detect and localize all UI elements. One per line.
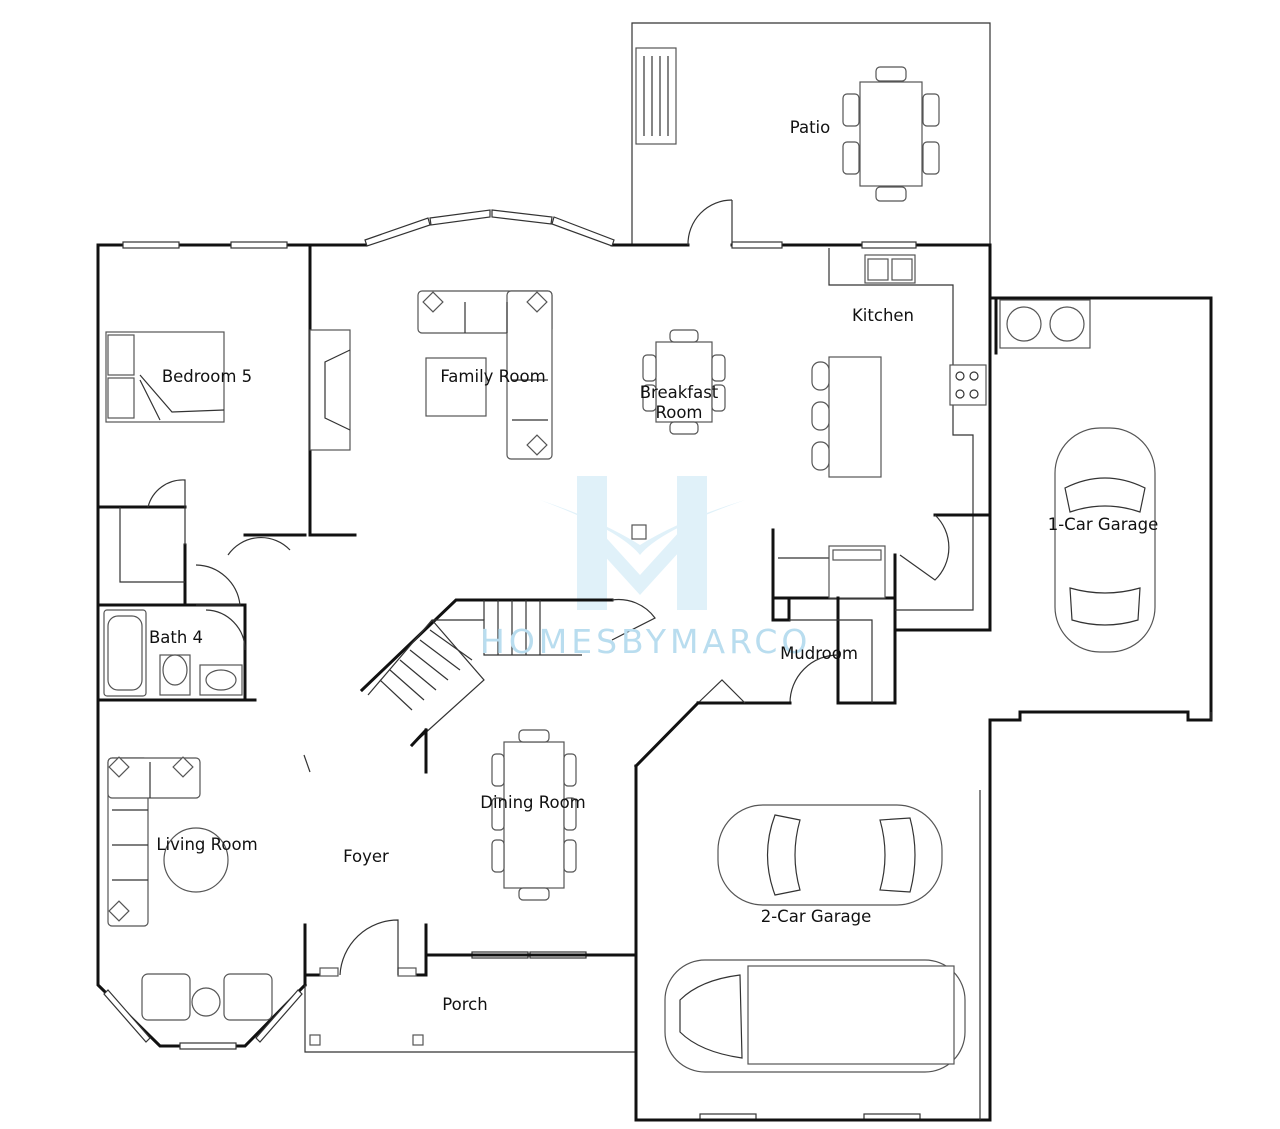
dining-room	[491, 729, 577, 901]
car-2-icon	[717, 804, 943, 906]
foyer-elements	[309, 524, 647, 1046]
room-label-mudroom: Mudroom	[780, 644, 858, 663]
patio-door	[687, 199, 733, 246]
patio	[631, 22, 991, 245]
bedroom-5	[96, 331, 307, 607]
room-label-patio: Patio	[789, 118, 831, 137]
room-label-one-car-garage: 1-Car Garage	[1047, 515, 1159, 534]
watermark-text: HOMESBYMARCO	[480, 622, 812, 661]
living-room	[107, 754, 311, 1021]
room-label-kitchen: Kitchen	[851, 306, 915, 325]
room-label-breakfast-room-line1: Breakfast	[639, 383, 719, 402]
room-label-foyer: Foyer	[343, 847, 389, 866]
room-label-family-room: Family Room	[440, 367, 546, 386]
room-label-bath-4: Bath 4	[148, 628, 204, 647]
garages	[634, 296, 1213, 1122]
room-label-bedroom-5: Bedroom 5	[161, 367, 253, 386]
kitchen	[771, 248, 992, 611]
mudroom	[633, 596, 897, 769]
room-label-living-room: Living Room	[156, 835, 258, 854]
staircase	[359, 598, 656, 774]
room-label-dining-room: Dining Room	[480, 793, 586, 812]
room-label-two-car-garage: 2-Car Garage	[760, 907, 872, 926]
windows	[103, 241, 921, 1121]
room-label-breakfast-room-line2: Room	[655, 403, 703, 422]
porch	[303, 919, 638, 1053]
bay-window	[364, 209, 615, 247]
bath-4	[96, 564, 257, 702]
van-icon	[664, 959, 966, 1073]
family-room	[309, 290, 553, 460]
car-1-icon	[1054, 427, 1156, 653]
room-label-porch: Porch	[442, 995, 488, 1014]
watermark-logo	[540, 476, 745, 610]
breakfast-table	[642, 329, 726, 435]
